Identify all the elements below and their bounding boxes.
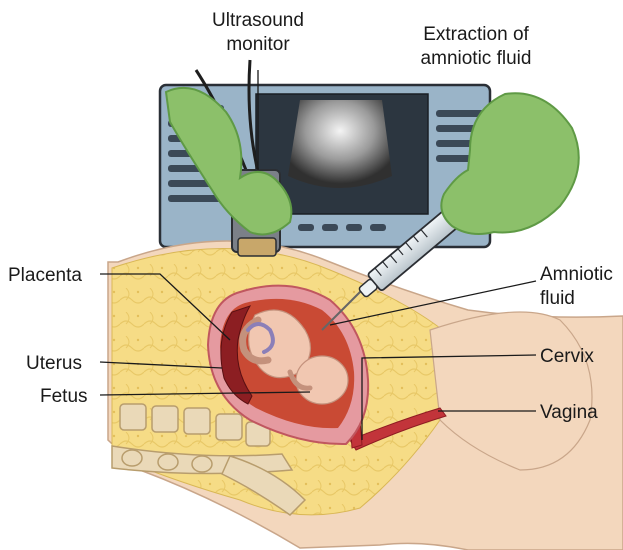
label-amniotic-fluid-line2: fluid: [540, 288, 575, 309]
label-placenta: Placenta: [8, 265, 82, 286]
label-ultrasound-monitor-line2: monitor: [226, 34, 290, 55]
label-uterus: Uterus: [26, 353, 82, 374]
label-extraction-line1: Extraction of: [423, 24, 529, 45]
label-extraction-line2: amniotic fluid: [421, 48, 532, 69]
label-cervix: Cervix: [540, 346, 594, 367]
label-ultrasound-monitor-line1: Ultrasound: [212, 10, 304, 31]
label-fetus: Fetus: [40, 386, 88, 407]
label-vagina: Vagina: [540, 402, 598, 423]
fetus-head: [296, 356, 348, 404]
label-amniotic-fluid-line1: Amniotic: [540, 264, 613, 285]
probe-tip: [238, 238, 276, 256]
ultrasound-scan-image: [288, 100, 392, 188]
